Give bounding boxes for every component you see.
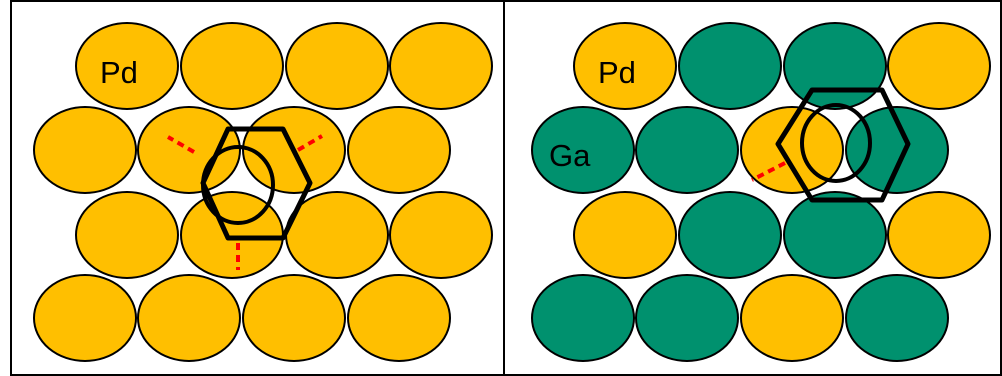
panel-pure-pd: [33, 22, 493, 362]
pd-label: Pd: [598, 55, 636, 90]
aromatic-ring-circle: [800, 103, 872, 183]
atom-layer: [531, 22, 991, 362]
pd-atom: [573, 22, 677, 110]
pd-atom: [573, 191, 677, 279]
aromatic-ring-circle: [201, 145, 275, 225]
pd-atom: [740, 106, 844, 194]
pd-atom: [347, 274, 451, 362]
pd-label: Pd: [100, 55, 138, 90]
h-bond-dash: [167, 135, 195, 154]
benzene-hexagon: [775, 87, 911, 203]
pd-atom: [285, 22, 389, 110]
ga-atom: [783, 22, 887, 110]
ga-label: Ga: [549, 138, 591, 173]
pd-atom: [389, 22, 493, 110]
h-bond-dash: [751, 161, 786, 182]
pd-atom: [33, 106, 137, 194]
ga-atom: [845, 106, 949, 194]
h-bond-dashes: [167, 134, 324, 270]
pd-atom: [75, 191, 179, 279]
pd-atom: [887, 22, 991, 110]
pd-atom: [887, 191, 991, 279]
benzene-molecule: [200, 126, 313, 241]
pd-atom: [180, 22, 284, 110]
benzene-molecule: [775, 87, 911, 203]
ga-atom: [678, 191, 782, 279]
ga-atom: [783, 191, 887, 279]
h-bond-dashes: [751, 161, 786, 182]
ga-atom: [635, 274, 739, 362]
ga-atom: [678, 22, 782, 110]
h-bond-dash: [296, 134, 324, 152]
benzene-hexagon: [200, 126, 313, 241]
pd-atom: [347, 106, 451, 194]
pd-atom: [137, 274, 241, 362]
pd-atom: [740, 274, 844, 362]
pd-atom: [242, 274, 346, 362]
figure-frame: [10, 0, 1002, 376]
ga-atom: [531, 274, 635, 362]
pd-atom: [33, 274, 137, 362]
ga-atom: [845, 274, 949, 362]
ga-atom: [531, 106, 635, 194]
panel-pdga: [531, 22, 991, 362]
pd-atom: [75, 22, 179, 110]
ga-atom: [635, 106, 739, 194]
pd-atom: [389, 191, 493, 279]
